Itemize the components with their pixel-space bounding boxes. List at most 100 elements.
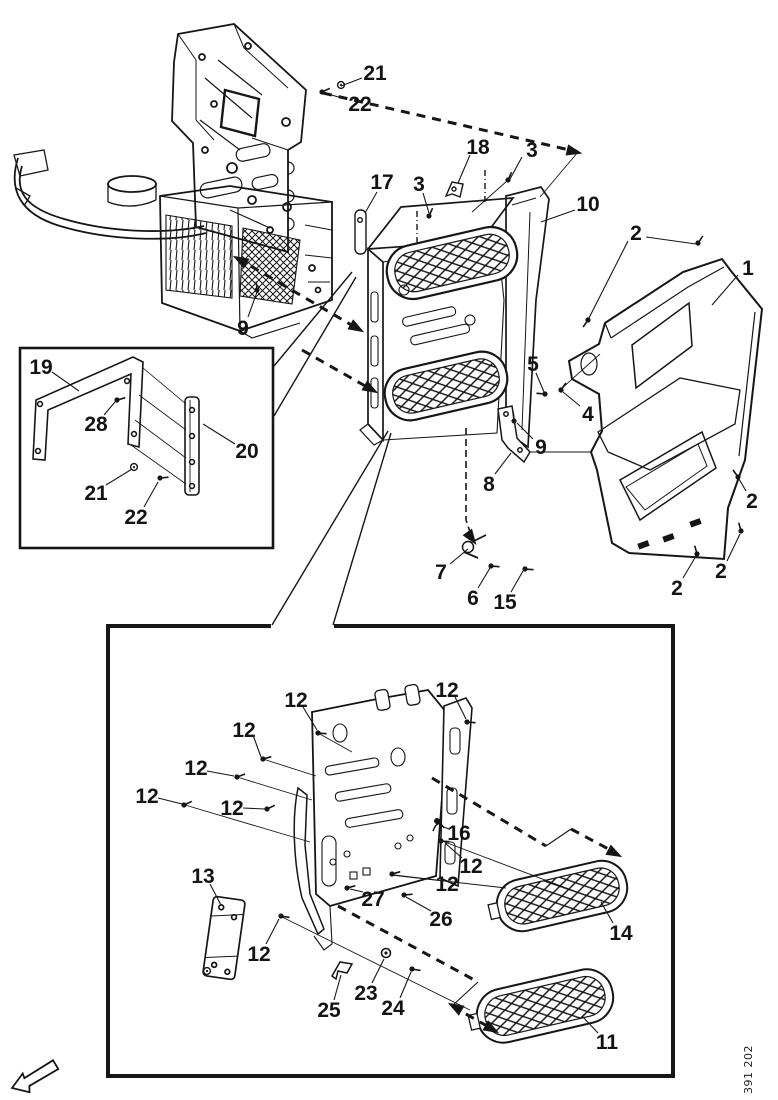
part-13-bracket (202, 895, 246, 981)
callout-leader-line (494, 452, 512, 475)
callout-leader-line (457, 154, 471, 184)
callout-17: 17 (370, 171, 393, 194)
figure-number: 391 202 (742, 1045, 755, 1094)
callout-12: 12 (459, 855, 482, 878)
callout-leader-line (209, 883, 222, 906)
callout-21: 21 (363, 62, 387, 85)
callout-24: 24 (381, 997, 405, 1020)
callout-12: 12 (184, 757, 207, 780)
callout-leader-line (711, 274, 739, 306)
callout-leader-line (600, 901, 614, 924)
callout-4: 4 (582, 403, 594, 426)
part-25-clip (331, 961, 354, 981)
callout-2: 2 (671, 577, 683, 600)
callout-12: 12 (247, 943, 270, 966)
callout-3: 3 (413, 173, 425, 196)
part-18-clip (444, 181, 464, 198)
callout-leader-line (364, 191, 378, 214)
callout-leader-line (645, 236, 697, 245)
callout-2: 2 (746, 490, 758, 513)
callout-12: 12 (232, 719, 255, 742)
callout-leader-line (399, 971, 412, 999)
callout-22: 22 (124, 506, 147, 529)
callout-leader-line (682, 555, 697, 579)
zoom-detail-box (106, 624, 675, 1078)
callout-leader-line (405, 896, 432, 912)
part-8-bracket (497, 353, 601, 464)
callout-leader-line (588, 240, 629, 319)
alignment-dashes (231, 91, 583, 548)
callout-leader-line (371, 958, 385, 984)
callout-13: 13 (191, 865, 214, 888)
callout-leader-line (444, 842, 463, 859)
part-mount-plate (293, 683, 473, 951)
callout-8: 8 (483, 473, 495, 496)
callout-leader-line (242, 807, 266, 810)
callout-6: 6 (467, 587, 479, 610)
callout-leader-line (157, 797, 183, 805)
callout-leader-line (738, 478, 747, 492)
callout-leader-line (510, 570, 524, 593)
callout-3: 3 (526, 139, 538, 162)
callout-leader-line (247, 291, 258, 318)
zoom-wedge-lines (271, 271, 392, 626)
callout-leader-line (540, 209, 576, 223)
part-7-clamp (461, 534, 487, 559)
callout-leader-line (265, 918, 280, 945)
callout-12: 12 (135, 785, 158, 808)
callout-leader-line (562, 391, 581, 407)
callout-leader-line (422, 192, 430, 214)
callout-leader-line (581, 1015, 599, 1034)
part-fender (567, 257, 764, 561)
inset-detail-box (18, 346, 275, 550)
callout-10: 10 (576, 193, 599, 216)
callout-21: 21 (84, 482, 108, 505)
callout-leader-line (449, 548, 469, 565)
callout-leader-line (206, 770, 235, 777)
part-20-rail (184, 396, 200, 496)
callout-leader-line (393, 874, 437, 881)
callout-22: 22 (348, 93, 371, 116)
callout-leader-line (477, 567, 491, 589)
callout-18: 18 (466, 136, 490, 159)
callout-leader-line (349, 888, 364, 893)
callout-leader-line (509, 156, 523, 180)
callout-leader-line (535, 372, 545, 393)
callout-23: 23 (354, 982, 377, 1005)
callout-9: 9 (535, 436, 547, 459)
callout-15: 15 (493, 591, 517, 614)
callout-7: 7 (435, 561, 447, 584)
callout-leader-line (323, 92, 347, 100)
part-19-bracket (32, 356, 144, 461)
callout-25: 25 (317, 999, 341, 1022)
callout-12: 12 (435, 873, 458, 896)
callout-12: 12 (435, 679, 458, 702)
callout-14: 14 (609, 922, 633, 945)
callout-27: 27 (361, 888, 384, 911)
part-17-strap (354, 209, 367, 255)
callout-leader-line (333, 974, 342, 1001)
callout-leader-line (103, 401, 116, 416)
part-engine-assembly (13, 149, 333, 339)
callout-12: 12 (220, 797, 243, 820)
callout-12: 12 (284, 689, 307, 712)
callout-20: 20 (235, 440, 258, 463)
callout-19: 19 (29, 356, 52, 379)
callout-16: 16 (447, 822, 470, 845)
callout-leader-line (726, 533, 741, 562)
callout-leader-line (143, 481, 159, 508)
callout-2: 2 (715, 560, 727, 583)
callout-leader-line (202, 423, 236, 445)
callout-1: 1 (742, 257, 754, 280)
callout-leader-line (252, 734, 262, 758)
callout-leader-line (516, 422, 534, 440)
part-11-tread (467, 968, 615, 1044)
part-frame-plate (171, 23, 307, 254)
callout-5: 5 (527, 353, 539, 376)
part-14-tread (487, 859, 629, 933)
callout-leader-line (340, 77, 363, 87)
callout-leader-line (302, 706, 318, 731)
